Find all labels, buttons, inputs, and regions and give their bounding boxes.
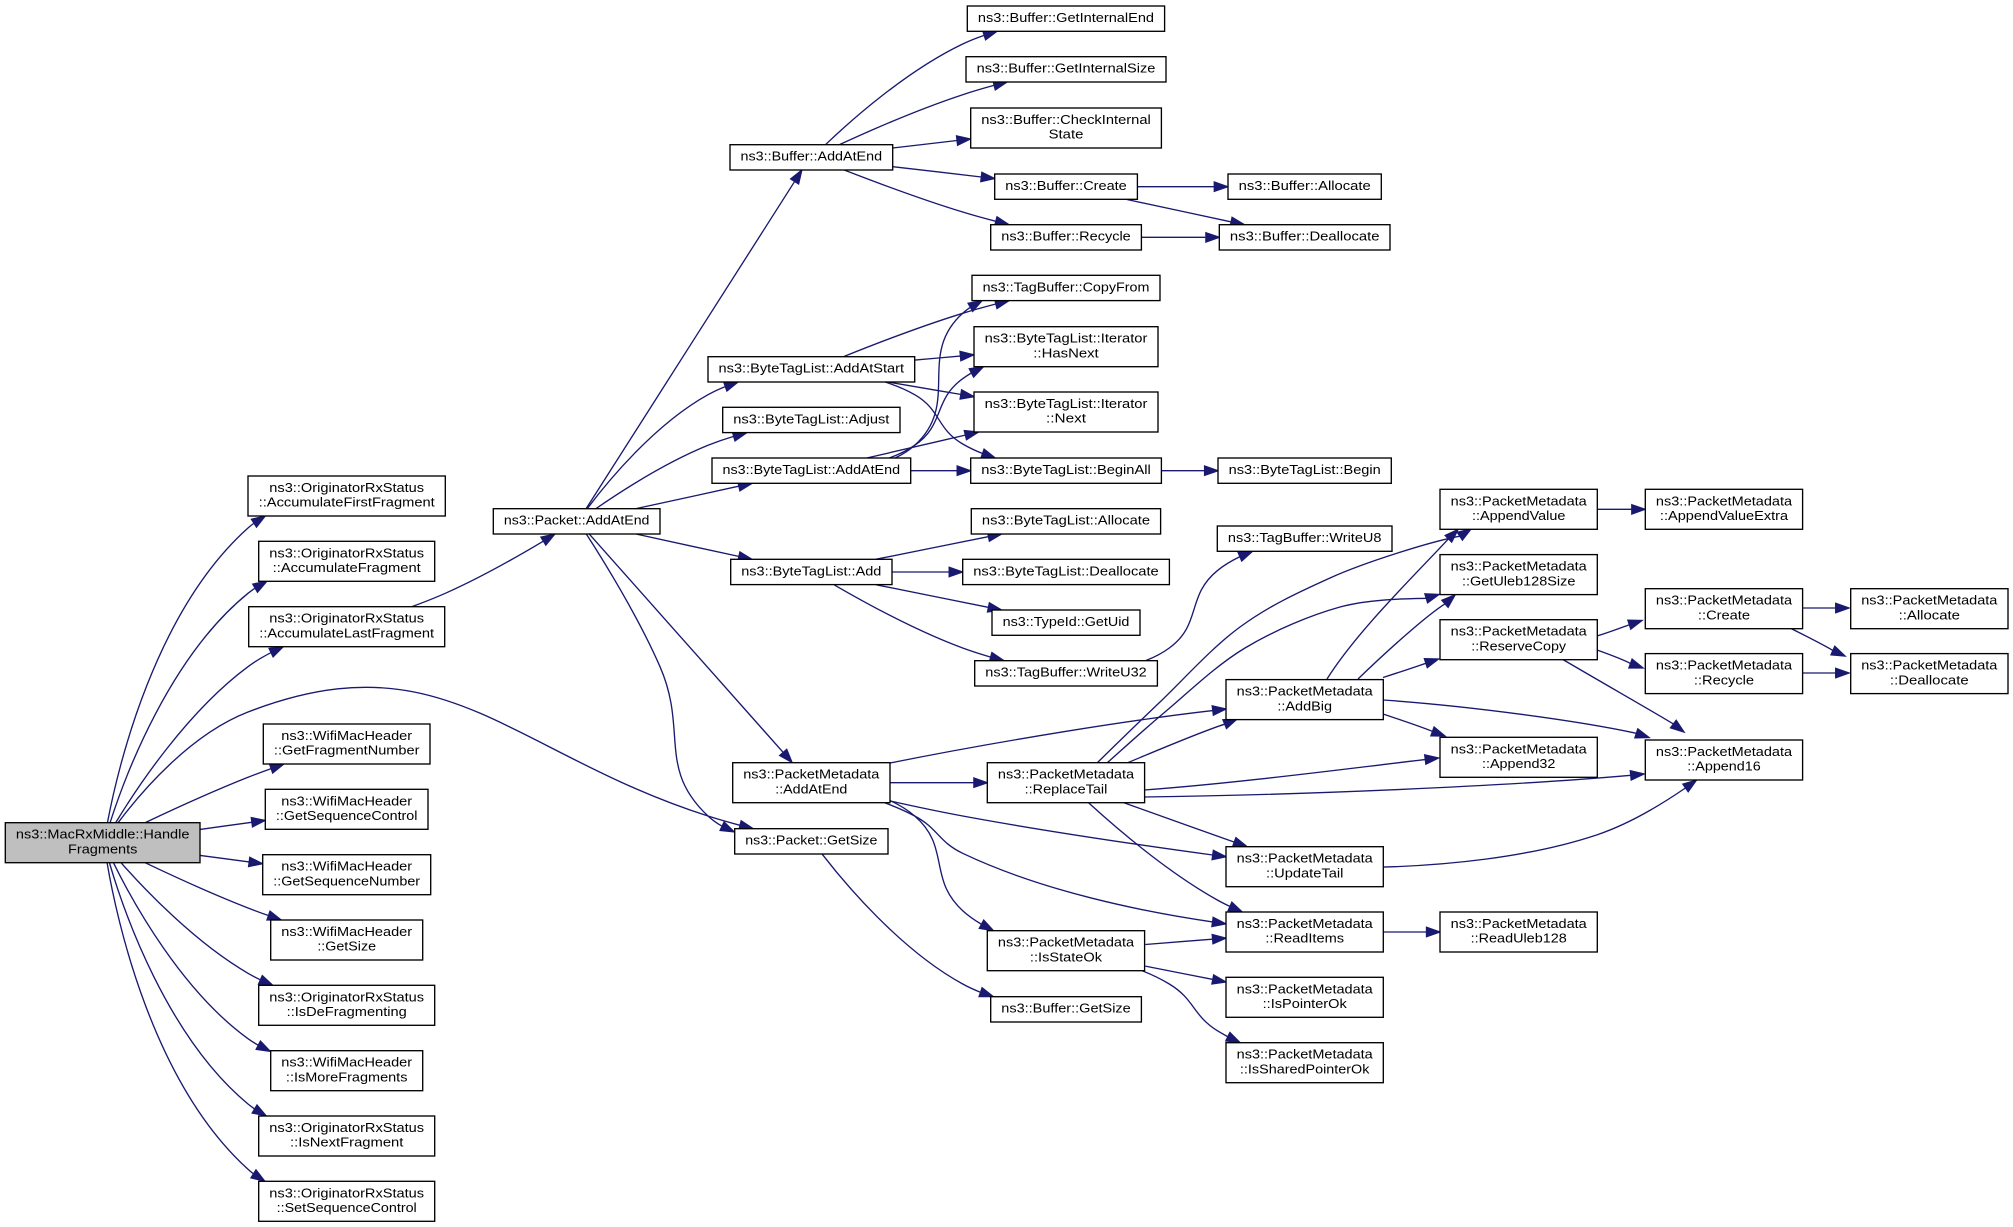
svg-text:ns3::ByteTagList::Iterator: ns3::ByteTagList::Iterator <box>985 396 1148 411</box>
svg-text:ns3::Packet::AddAtEnd: ns3::Packet::AddAtEnd <box>504 513 650 528</box>
svg-text:::Create: ::Create <box>1698 607 1750 622</box>
svg-text:::Allocate: ::Allocate <box>1899 607 1960 622</box>
svg-text:ns3::OriginatorRxStatus: ns3::OriginatorRxStatus <box>269 989 424 1004</box>
svg-text:::IsDeFragmenting: ::IsDeFragmenting <box>287 1004 407 1019</box>
svg-text:::AppendValueExtra: ::AppendValueExtra <box>1660 508 1789 523</box>
svg-text:ns3::TagBuffer::CopyFrom: ns3::TagBuffer::CopyFrom <box>983 279 1150 294</box>
svg-text:ns3::OriginatorRxStatus: ns3::OriginatorRxStatus <box>269 1185 424 1200</box>
svg-text:ns3::PacketMetadata: ns3::PacketMetadata <box>1451 624 1588 639</box>
svg-text:::IsMoreFragments: ::IsMoreFragments <box>286 1069 408 1084</box>
svg-text:::GetSize: ::GetSize <box>317 939 376 954</box>
svg-text:ns3::TagBuffer::WriteU32: ns3::TagBuffer::WriteU32 <box>985 665 1147 680</box>
svg-text:::AccumulateFirstFragment: ::AccumulateFirstFragment <box>259 495 435 510</box>
svg-text:ns3::OriginatorRxStatus: ns3::OriginatorRxStatus <box>269 480 424 495</box>
svg-text:::ReadItems: ::ReadItems <box>1265 931 1344 946</box>
svg-text:::IsStateOk: ::IsStateOk <box>1030 949 1102 964</box>
svg-text:ns3::PacketMetadata: ns3::PacketMetadata <box>1237 684 1374 699</box>
svg-text:::IsPointerOk: ::IsPointerOk <box>1263 996 1347 1011</box>
svg-text:ns3::OriginatorRxStatus: ns3::OriginatorRxStatus <box>269 611 424 626</box>
svg-text:ns3::Buffer::GetInternalEnd: ns3::Buffer::GetInternalEnd <box>978 10 1154 25</box>
svg-text:ns3::ByteTagList::AddAtStart: ns3::ByteTagList::AddAtStart <box>719 361 905 376</box>
svg-text:::SetSequenceControl: ::SetSequenceControl <box>277 1200 417 1215</box>
svg-text:State: State <box>1049 127 1084 142</box>
svg-text:ns3::Buffer::Create: ns3::Buffer::Create <box>1005 178 1127 193</box>
svg-text:::Append32: ::Append32 <box>1482 756 1555 771</box>
svg-text:ns3::PacketMetadata: ns3::PacketMetadata <box>1656 593 1793 608</box>
svg-text:ns3::Buffer::AddAtEnd: ns3::Buffer::AddAtEnd <box>741 149 883 164</box>
svg-text:ns3::PacketMetadata: ns3::PacketMetadata <box>1237 916 1374 931</box>
svg-text:ns3::WifiMacHeader: ns3::WifiMacHeader <box>281 793 412 808</box>
svg-text:ns3::PacketMetadata: ns3::PacketMetadata <box>1656 658 1793 673</box>
svg-text:ns3::PacketMetadata: ns3::PacketMetadata <box>1656 493 1793 508</box>
svg-text:Fragments: Fragments <box>68 841 138 856</box>
svg-text:ns3::ByteTagList::AddAtEnd: ns3::ByteTagList::AddAtEnd <box>723 462 901 477</box>
svg-text:ns3::Packet::GetSize: ns3::Packet::GetSize <box>745 833 877 848</box>
svg-text:::IsSharedPointerOk: ::IsSharedPointerOk <box>1240 1061 1370 1076</box>
svg-text:ns3::PacketMetadata: ns3::PacketMetadata <box>743 767 880 782</box>
svg-text:ns3::PacketMetadata: ns3::PacketMetadata <box>1861 658 1998 673</box>
svg-text:::ReadUleb128: ::ReadUleb128 <box>1471 931 1567 946</box>
svg-text:::GetSequenceNumber: ::GetSequenceNumber <box>273 873 420 888</box>
svg-text:::ReserveCopy: ::ReserveCopy <box>1471 638 1566 653</box>
svg-text:ns3::PacketMetadata: ns3::PacketMetadata <box>1451 916 1588 931</box>
svg-text:::AccumulateLastFragment: ::AccumulateLastFragment <box>259 625 434 640</box>
svg-text:ns3::TypeId::GetUid: ns3::TypeId::GetUid <box>1003 614 1130 629</box>
svg-text:ns3::OriginatorRxStatus: ns3::OriginatorRxStatus <box>269 545 424 560</box>
svg-text:::GetSequenceControl: ::GetSequenceControl <box>276 808 418 823</box>
svg-text:ns3::PacketMetadata: ns3::PacketMetadata <box>998 935 1135 950</box>
svg-text:::Next: ::Next <box>1046 411 1086 426</box>
svg-text:ns3::PacketMetadata: ns3::PacketMetadata <box>1451 741 1588 756</box>
svg-text:ns3::ByteTagList::BeginAll: ns3::ByteTagList::BeginAll <box>981 462 1151 477</box>
svg-text:ns3::Buffer::Allocate: ns3::Buffer::Allocate <box>1239 178 1371 193</box>
svg-text:::ReplaceTail: ::ReplaceTail <box>1025 781 1108 796</box>
svg-text:::GetFragmentNumber: ::GetFragmentNumber <box>274 743 420 758</box>
svg-text:ns3::Buffer::Deallocate: ns3::Buffer::Deallocate <box>1230 229 1380 244</box>
svg-text:ns3::ByteTagList::Allocate: ns3::ByteTagList::Allocate <box>982 513 1150 528</box>
svg-text:ns3::OriginatorRxStatus: ns3::OriginatorRxStatus <box>269 1120 424 1135</box>
svg-text:ns3::WifiMacHeader: ns3::WifiMacHeader <box>281 859 412 874</box>
svg-text:ns3::ByteTagList::Deallocate: ns3::ByteTagList::Deallocate <box>973 563 1159 578</box>
svg-text:ns3::Buffer::GetSize: ns3::Buffer::GetSize <box>1001 1001 1131 1016</box>
svg-text:::Recycle: ::Recycle <box>1694 672 1754 687</box>
svg-text:ns3::ByteTagList::Add: ns3::ByteTagList::Add <box>741 563 881 578</box>
svg-text:ns3::Buffer::CheckInternal: ns3::Buffer::CheckInternal <box>981 112 1151 127</box>
svg-text:ns3::WifiMacHeader: ns3::WifiMacHeader <box>281 924 412 939</box>
svg-text:ns3::PacketMetadata: ns3::PacketMetadata <box>998 767 1135 782</box>
svg-text:ns3::PacketMetadata: ns3::PacketMetadata <box>1451 493 1588 508</box>
svg-text:ns3::Buffer::GetInternalSize: ns3::Buffer::GetInternalSize <box>977 61 1156 76</box>
svg-text:::AppendValue: ::AppendValue <box>1472 508 1565 523</box>
svg-text:::IsNextFragment: ::IsNextFragment <box>290 1135 404 1150</box>
svg-text:ns3::PacketMetadata: ns3::PacketMetadata <box>1237 1047 1374 1062</box>
svg-text:ns3::PacketMetadata: ns3::PacketMetadata <box>1237 981 1374 996</box>
svg-text:ns3::WifiMacHeader: ns3::WifiMacHeader <box>281 728 412 743</box>
svg-text:::AccumulateFragment: ::AccumulateFragment <box>273 560 421 575</box>
svg-text:::Deallocate: ::Deallocate <box>1890 672 1969 687</box>
svg-text:ns3::PacketMetadata: ns3::PacketMetadata <box>1861 593 1998 608</box>
svg-text:ns3::TagBuffer::WriteU8: ns3::TagBuffer::WriteU8 <box>1228 530 1382 545</box>
svg-text:::UpdateTail: ::UpdateTail <box>1266 865 1343 880</box>
svg-text:::Append16: ::Append16 <box>1687 759 1760 774</box>
svg-text:ns3::PacketMetadata: ns3::PacketMetadata <box>1451 559 1588 574</box>
svg-text:ns3::PacketMetadata: ns3::PacketMetadata <box>1656 744 1793 759</box>
svg-text:ns3::WifiMacHeader: ns3::WifiMacHeader <box>281 1055 412 1070</box>
svg-text:::AddAtEnd: ::AddAtEnd <box>775 781 847 796</box>
svg-text:ns3::Buffer::Recycle: ns3::Buffer::Recycle <box>1001 229 1131 244</box>
svg-text:::AddBig: ::AddBig <box>1277 698 1332 713</box>
svg-text:ns3::ByteTagList::Adjust: ns3::ByteTagList::Adjust <box>733 411 889 426</box>
svg-text:ns3::PacketMetadata: ns3::PacketMetadata <box>1237 851 1374 866</box>
svg-text:ns3::MacRxMiddle::Handle: ns3::MacRxMiddle::Handle <box>16 827 190 842</box>
svg-text:::HasNext: ::HasNext <box>1033 345 1099 360</box>
svg-text:ns3::ByteTagList::Begin: ns3::ByteTagList::Begin <box>1229 462 1381 477</box>
svg-text:ns3::ByteTagList::Iterator: ns3::ByteTagList::Iterator <box>985 331 1148 346</box>
svg-text:::GetUleb128Size: ::GetUleb128Size <box>1462 573 1575 588</box>
